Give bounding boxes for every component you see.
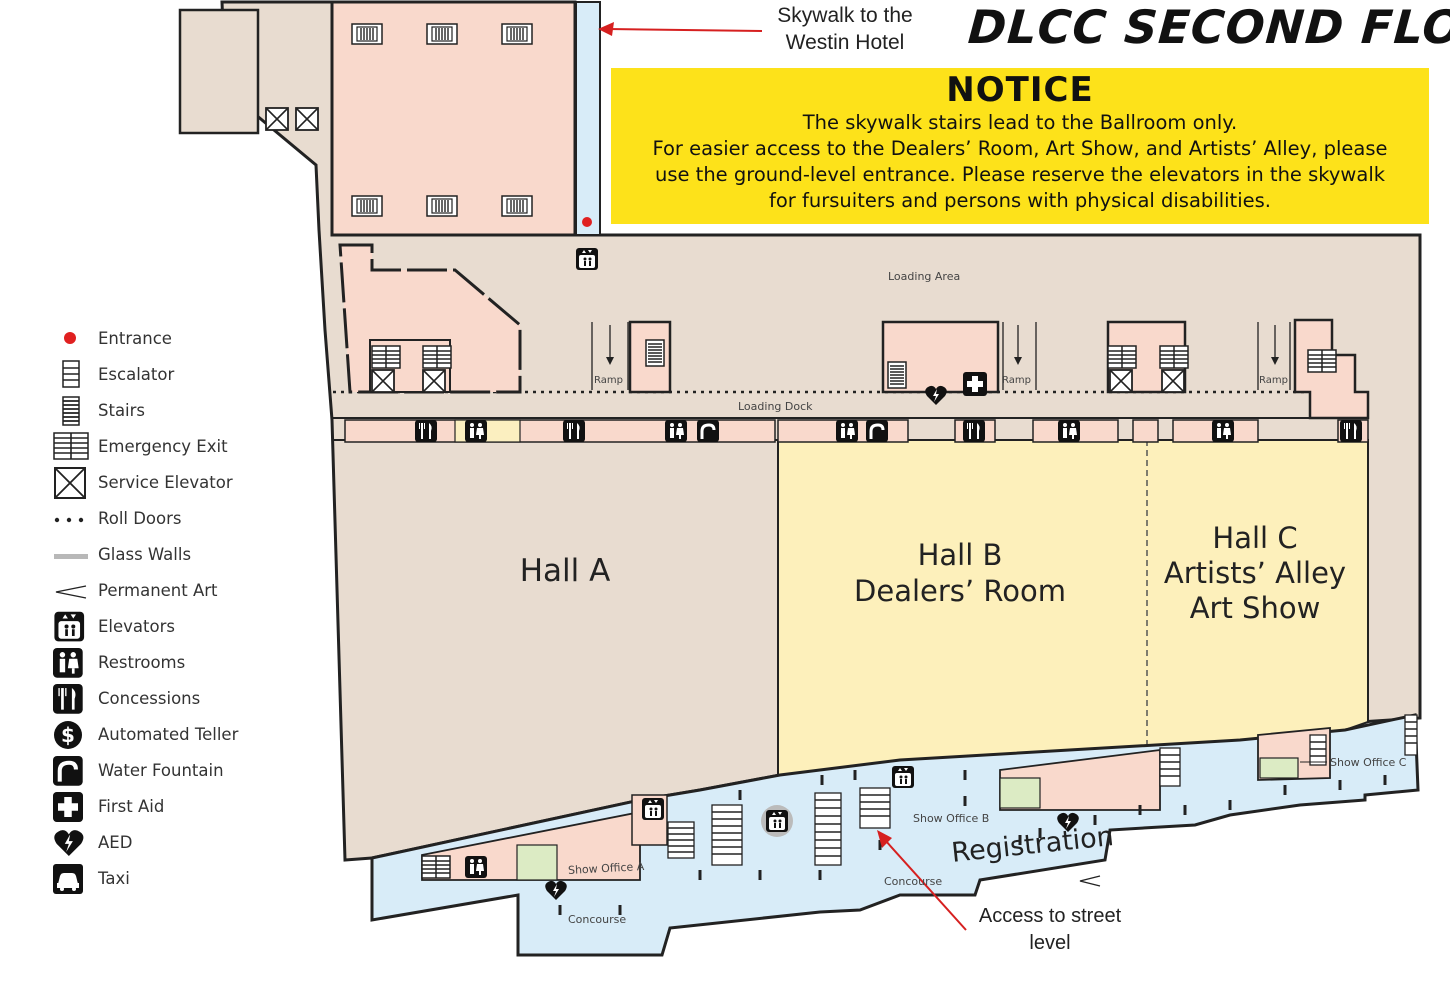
legend-label: Restrooms xyxy=(98,653,186,672)
hall-c-use: Art Show xyxy=(1189,591,1321,625)
show-office-c-label: Show Office C xyxy=(1330,756,1407,769)
taxi-icon xyxy=(53,864,83,894)
legend-item: $ Automated Teller xyxy=(50,718,290,754)
legend-item: Entrance xyxy=(50,322,290,358)
street-access-callout: Access to street level xyxy=(960,903,1140,957)
legend-item: Roll Doors xyxy=(50,502,290,538)
notice-heading: NOTICE xyxy=(946,70,1094,110)
ramp-label: Ramp xyxy=(594,375,623,386)
legend-label: Roll Doors xyxy=(98,509,182,528)
legend-label: Water Fountain xyxy=(98,761,224,780)
loading-area-label: Loading Area xyxy=(888,270,961,283)
hall-c-label: Hall C Artists’ Alley Art Show xyxy=(1145,521,1365,626)
legend-item: Taxi xyxy=(50,862,290,898)
legend-label: Permanent Art xyxy=(98,581,218,600)
legend-item: Elevators xyxy=(50,610,290,646)
water-fountain-icon xyxy=(50,754,90,790)
legend-label: AED xyxy=(98,833,133,852)
hall-a-label: Hall A xyxy=(519,553,611,589)
legend-item: Water Fountain xyxy=(50,754,290,790)
hall-b-use: Dealers’ Room xyxy=(854,574,1066,608)
legend-item: Permanent Art xyxy=(50,574,290,610)
ramp-label: Ramp xyxy=(1259,375,1288,386)
first-aid-icon xyxy=(53,792,83,822)
legend-item: Service Elevator xyxy=(50,466,290,502)
restroom-icon xyxy=(53,648,83,678)
legend-item: Escalator xyxy=(50,358,290,394)
legend-label: Entrance xyxy=(98,329,172,348)
legend-label: First Aid xyxy=(98,797,165,816)
legend-item: Stairs xyxy=(50,394,290,430)
legend-item: First Aid xyxy=(50,790,290,826)
legend-item: Emergency Exit xyxy=(50,430,290,466)
elevator-icon xyxy=(54,611,85,642)
legend-label: Automated Teller xyxy=(98,725,239,744)
skywalk-callout-line: Skywalk to the xyxy=(777,4,913,27)
legend-item: AED xyxy=(50,826,290,862)
legend-label: Emergency Exit xyxy=(98,437,228,456)
notice-line: use the ground-level entrance. Please re… xyxy=(654,163,1386,186)
concessions-icon xyxy=(53,684,83,714)
legend-label: Stairs xyxy=(98,401,146,420)
ramp-label: Ramp xyxy=(1002,375,1031,386)
escalator-icon xyxy=(62,360,80,388)
loading-dock-label: Loading Dock xyxy=(738,400,813,413)
legend-item: Glass Walls xyxy=(50,538,290,574)
hall-b-label: Hall B Dealers’ Room xyxy=(830,537,1090,609)
legend-item: Concessions xyxy=(50,682,290,718)
notice-line: for fursuiters and persons with physical… xyxy=(769,189,1271,212)
skywalk-callout: Skywalk to the Westin Hotel xyxy=(760,2,930,56)
skywalk-callout-line: Westin Hotel xyxy=(785,31,905,54)
legend-label: Concessions xyxy=(98,689,201,708)
legend-label: Service Elevator xyxy=(98,473,233,492)
hall-c-name: Hall C xyxy=(1212,521,1298,555)
notice-box: NOTICE The skywalk stairs lead to the Ba… xyxy=(611,68,1429,224)
hall-b-name: Hall B xyxy=(917,538,1003,572)
legend-item: Restrooms xyxy=(50,646,290,682)
hall-c-use: Artists’ Alley xyxy=(1163,556,1347,590)
atm-icon: $ xyxy=(54,721,82,749)
concourse-label: Concourse xyxy=(884,875,943,888)
legend-label: Taxi xyxy=(98,869,130,888)
aed-icon xyxy=(54,830,84,856)
svg-text:$: $ xyxy=(61,723,75,747)
legend-label: Elevators xyxy=(98,617,175,636)
roll-doors-icon xyxy=(54,517,84,523)
stairs-icon xyxy=(62,396,80,426)
show-office-b-label: Show Office B xyxy=(913,812,990,825)
page-title: DLCC SECOND FLOOR xyxy=(966,0,1450,54)
legend-label: Glass Walls xyxy=(98,545,192,564)
service-elevator-icon xyxy=(54,467,86,499)
concourse-label: Concourse xyxy=(568,913,627,926)
notice-line: The skywalk stairs lead to the Ballroom … xyxy=(802,111,1238,134)
emergency-exit-icon xyxy=(53,432,89,460)
street-callout-line: level xyxy=(1029,932,1071,954)
glass-walls-icon xyxy=(54,554,88,559)
legend-label: Escalator xyxy=(98,365,175,384)
street-callout-line: Access to street xyxy=(978,905,1122,927)
entrance-dot-icon xyxy=(64,332,76,344)
permanent-art-icon xyxy=(55,585,87,599)
notice-line: For easier access to the Dealers’ Room, … xyxy=(652,137,1388,160)
